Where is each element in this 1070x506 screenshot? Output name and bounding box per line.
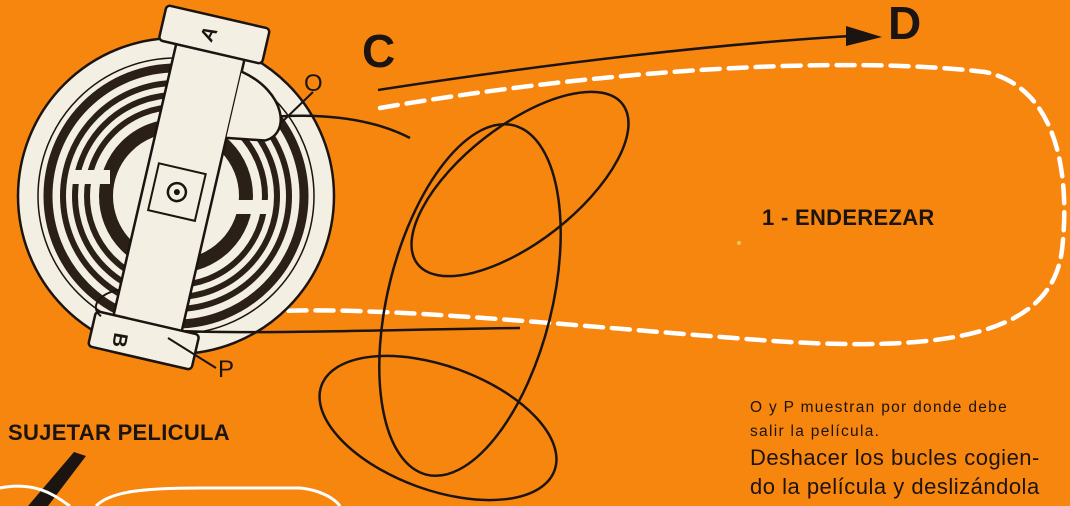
film-loop-lower: [300, 327, 575, 506]
label-point-c: C: [362, 28, 395, 74]
note-line-1: O y P muestran por donde debe: [750, 399, 1008, 417]
arrow-head-d: [846, 26, 882, 46]
label-point-o: O: [304, 72, 323, 96]
film-loop-upper: [382, 58, 658, 309]
note-line-2: salir la película.: [750, 423, 880, 441]
dashed-loop-path: [240, 65, 1064, 344]
film-line-c-to-d: [378, 36, 850, 90]
film-loop-middle: [347, 106, 593, 495]
bottom-panel-outline: [96, 488, 340, 506]
label-point-d: D: [888, 0, 921, 46]
label-point-p: P: [218, 358, 234, 382]
marker-dot: [737, 241, 741, 245]
step-title: 1 - ENDEREZAR: [762, 205, 935, 231]
instruction-line-1: Deshacer los bucles cogien-: [750, 445, 1040, 471]
instruction-line-2: do la película y deslizándola: [750, 474, 1040, 500]
hold-film-label: SUJETAR PELICULA: [8, 420, 230, 446]
film-loops: [300, 58, 658, 506]
